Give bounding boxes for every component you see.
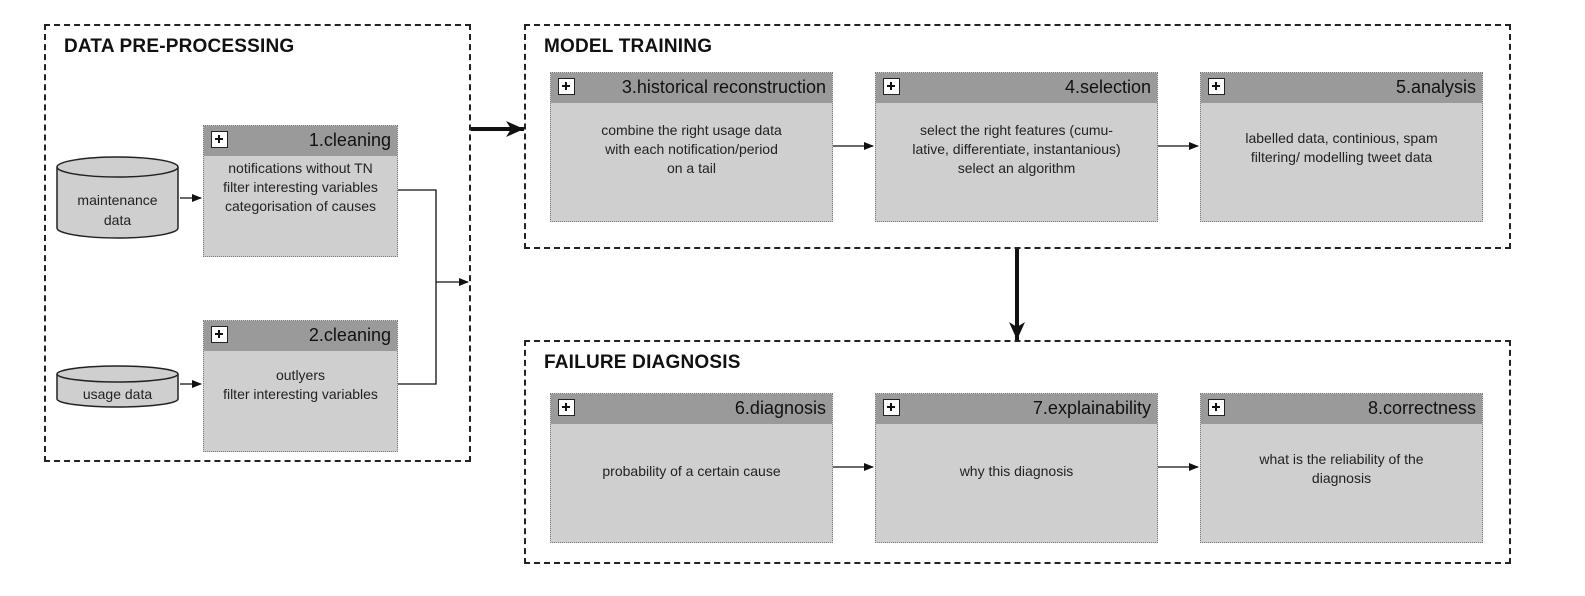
step-title: 7.explainability: [1032, 398, 1151, 418]
step-7-explainability[interactable]: 7.explainability why this diagnosis: [875, 393, 1158, 543]
step-header: 2.cleaning: [204, 321, 397, 351]
step-header: 3.historical reconstruction: [551, 73, 832, 103]
usage-data-source[interactable]: usage data: [55, 365, 180, 410]
step-header: 6.diagnosis: [551, 394, 832, 424]
expand-plus-icon[interactable]: [211, 326, 228, 343]
group-model-training: MODEL TRAINING: [524, 24, 1511, 249]
expand-plus-icon[interactable]: [883, 78, 900, 95]
group-title-diagnosis: FAILURE DIAGNOSIS: [544, 352, 741, 373]
step-title: 2.cleaning: [308, 325, 391, 345]
step-description: combine the right usage data with each n…: [601, 122, 782, 176]
maintenance-data-label: maintenance data: [77, 192, 158, 228]
step-header: 5.analysis: [1201, 73, 1482, 103]
step-title: 1.cleaning: [308, 130, 391, 150]
group-failure-diagnosis: FAILURE DIAGNOSIS: [524, 340, 1511, 564]
step-1-cleaning[interactable]: 1.cleaning notifications without TN filt…: [203, 125, 398, 257]
step-description: why this diagnosis: [959, 463, 1074, 479]
database-icon: [56, 365, 179, 408]
step-title: 4.selection: [1064, 77, 1151, 97]
step-header: 4.selection: [876, 73, 1157, 103]
step-header: 1.cleaning: [204, 126, 397, 156]
step-description: labelled data, continious, spam filterin…: [1245, 130, 1438, 165]
usage-data-label: usage data: [82, 386, 153, 402]
step-4-selection[interactable]: 4.selection select the right features (c…: [875, 72, 1158, 222]
step-6-diagnosis[interactable]: 6.diagnosis probability of a certain cau…: [550, 393, 833, 543]
step-title: 6.diagnosis: [734, 398, 826, 418]
expand-plus-icon[interactable]: [1208, 399, 1225, 416]
maintenance-data-source[interactable]: maintenance data: [55, 155, 180, 240]
group-title-training: MODEL TRAINING: [544, 36, 713, 57]
group-title-preprocessing: DATA PRE-PROCESSING: [64, 36, 295, 57]
expand-plus-icon[interactable]: [883, 399, 900, 416]
expand-plus-icon[interactable]: [558, 399, 575, 416]
step-3-historical-reconstruction[interactable]: 3.historical reconstruction combine the …: [550, 72, 833, 222]
database-icon: [56, 156, 179, 239]
step-description: probability of a certain cause: [602, 463, 781, 479]
step-description: notifications without TN filter interest…: [223, 160, 378, 214]
step-header: 8.correctness: [1201, 394, 1482, 424]
expand-plus-icon[interactable]: [211, 131, 228, 148]
step-description: select the right features (cumu- lative,…: [912, 122, 1121, 176]
step-title: 3.historical reconstruction: [621, 77, 826, 97]
step-title: 8.correctness: [1367, 398, 1476, 418]
step-description: what is the reliability of the diagnosis: [1259, 451, 1424, 486]
step-description: outlyers filter interesting variables: [223, 367, 378, 402]
step-title: 5.analysis: [1395, 77, 1476, 97]
step-header: 7.explainability: [876, 394, 1157, 424]
merge-line-cleaning1: [398, 189, 437, 385]
group-data-preprocessing: DATA PRE-PROCESSING: [44, 24, 471, 462]
step-2-cleaning[interactable]: 2.cleaning outlyers filter interesting v…: [203, 320, 398, 452]
step-5-analysis[interactable]: 5.analysis labelled data, continious, sp…: [1200, 72, 1483, 222]
step-8-correctness[interactable]: 8.correctness what is the reliability of…: [1200, 393, 1483, 543]
expand-plus-icon[interactable]: [558, 78, 575, 95]
expand-plus-icon[interactable]: [1208, 78, 1225, 95]
